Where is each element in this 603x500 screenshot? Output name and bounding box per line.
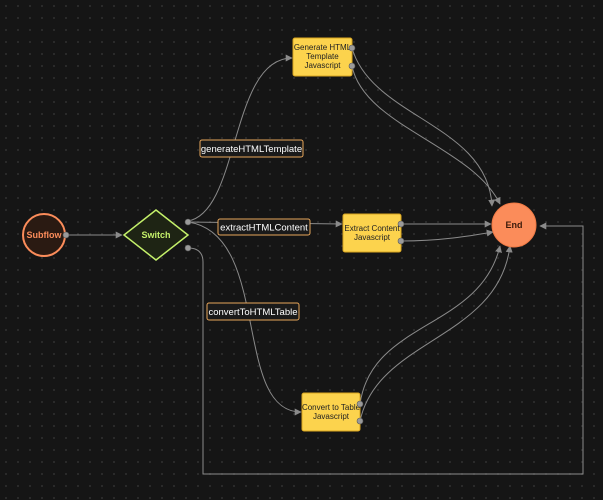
edge-switch-to-generate (187, 54, 293, 222)
edge-convert-to-end-a (359, 245, 502, 405)
edge-convert-to-end-b (359, 245, 513, 422)
svg-text:Extract Content: Extract Content (344, 224, 400, 233)
svg-text:Convert to Table: Convert to Table (302, 403, 361, 412)
edge-generate-to-end-a (351, 47, 496, 207)
edge-label-extract[interactable]: extractHTMLContent (217, 218, 311, 236)
edge-extract-to-end-b (400, 229, 494, 242)
convert-to-table-node[interactable]: Convert to Table Javascript (301, 392, 364, 432)
edges (66, 47, 584, 475)
subflow-node[interactable]: Subflow (22, 213, 70, 257)
svg-text:End: End (506, 220, 523, 230)
end-node[interactable]: End (491, 202, 537, 248)
svg-text:Subflow: Subflow (27, 230, 63, 240)
svg-text:Javascript: Javascript (313, 412, 350, 421)
svg-text:extractHTMLContent: extractHTMLContent (220, 223, 308, 234)
svg-text:Generate HTML: Generate HTML (294, 43, 352, 52)
edge-label-convert[interactable]: convertToHTMLTable (206, 302, 300, 321)
generate-html-template-node[interactable]: Generate HTML Template Javascript (292, 37, 356, 77)
svg-text:Javascript: Javascript (354, 233, 391, 242)
edge-label-generate[interactable]: generateHTMLTemplate (199, 139, 304, 158)
edge-switch-loop-to-end (187, 222, 584, 475)
extract-content-node[interactable]: Extract Content Javascript (342, 213, 405, 253)
svg-text:convertToHTMLTable: convertToHTMLTable (208, 307, 297, 318)
edge-generate-to-end-b (351, 65, 501, 205)
svg-text:generateHTMLTemplate: generateHTMLTemplate (201, 144, 302, 155)
switch-node[interactable]: Switch (122, 209, 192, 261)
svg-text:Javascript: Javascript (304, 61, 341, 70)
edge-switch-to-convert (187, 221, 302, 416)
svg-text:Switch: Switch (141, 230, 170, 240)
svg-text:Template: Template (306, 52, 339, 61)
